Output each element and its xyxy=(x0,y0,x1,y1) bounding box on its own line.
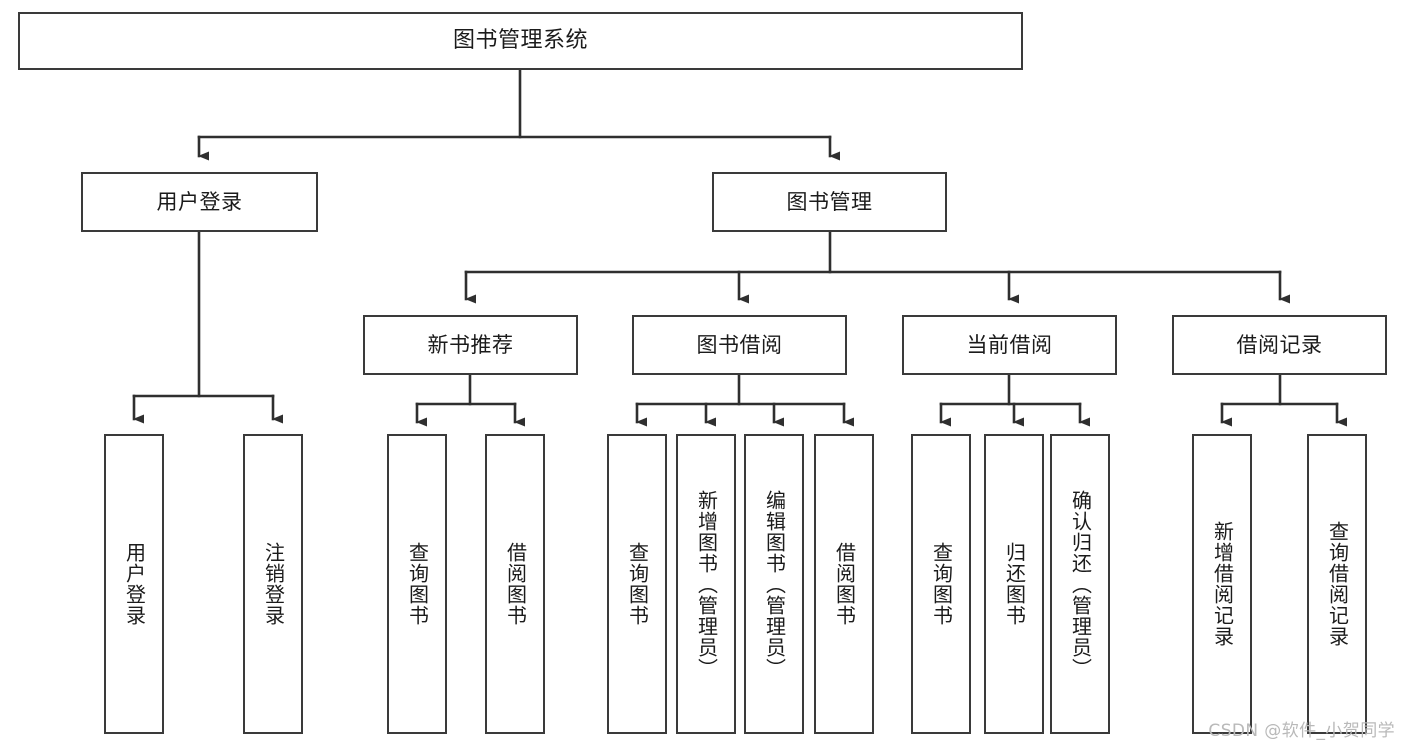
node-leaf-add-book-admin-label: 新增图书（管理员） xyxy=(694,489,719,679)
node-borrow-record-label: 借阅记录 xyxy=(1236,332,1323,357)
node-leaf-edit-book-admin[interactable]: 编辑图书（管理员） xyxy=(744,434,804,734)
node-leaf-borrow-book-rec-label: 借阅图书 xyxy=(503,542,528,626)
node-root-label: 图书管理系统 xyxy=(452,28,588,54)
node-leaf-query-borrow-record[interactable]: 查询借阅记录 xyxy=(1307,434,1367,734)
node-book-borrow[interactable]: 图书借阅 xyxy=(632,315,847,375)
node-current-borrow[interactable]: 当前借阅 xyxy=(902,315,1117,375)
node-leaf-query-book-borrow[interactable]: 查询图书 xyxy=(607,434,667,734)
node-leaf-query-book-borrow-label: 查询图书 xyxy=(625,542,650,626)
node-leaf-add-borrow-record-label: 新增借阅记录 xyxy=(1210,521,1235,647)
node-leaf-return-book-label: 归还图书 xyxy=(1002,542,1027,626)
node-book-borrow-label: 图书借阅 xyxy=(696,332,783,357)
node-leaf-user-logout[interactable]: 注销登录 xyxy=(243,434,303,734)
node-book-manage-label: 图书管理 xyxy=(786,189,873,214)
node-borrow-record[interactable]: 借阅记录 xyxy=(1172,315,1387,375)
node-leaf-add-borrow-record[interactable]: 新增借阅记录 xyxy=(1192,434,1252,734)
node-new-book-recommend[interactable]: 新书推荐 xyxy=(363,315,578,375)
node-book-manage[interactable]: 图书管理 xyxy=(712,172,947,232)
node-leaf-query-book-rec-label: 查询图书 xyxy=(405,542,430,626)
node-leaf-query-borrow-record-label: 查询借阅记录 xyxy=(1325,521,1350,647)
node-leaf-confirm-return-admin[interactable]: 确认归还（管理员） xyxy=(1050,434,1110,734)
node-leaf-user-logout-label: 注销登录 xyxy=(261,542,286,626)
node-leaf-query-book-current-label: 查询图书 xyxy=(929,542,954,626)
node-leaf-user-login-label: 用户登录 xyxy=(122,542,147,626)
node-leaf-borrow-book[interactable]: 借阅图书 xyxy=(814,434,874,734)
node-new-book-recommend-label: 新书推荐 xyxy=(427,332,514,357)
node-leaf-query-book-current[interactable]: 查询图书 xyxy=(911,434,971,734)
node-current-borrow-label: 当前借阅 xyxy=(966,332,1053,357)
node-leaf-borrow-book-label: 借阅图书 xyxy=(832,542,857,626)
node-root[interactable]: 图书管理系统 xyxy=(18,12,1023,70)
node-leaf-confirm-return-admin-label: 确认归还（管理员） xyxy=(1068,489,1093,679)
node-user-login-label: 用户登录 xyxy=(156,189,243,214)
node-leaf-user-login[interactable]: 用户登录 xyxy=(104,434,164,734)
node-leaf-edit-book-admin-label: 编辑图书（管理员） xyxy=(762,489,787,679)
node-leaf-add-book-admin[interactable]: 新增图书（管理员） xyxy=(676,434,736,734)
node-user-login[interactable]: 用户登录 xyxy=(81,172,318,232)
node-leaf-return-book[interactable]: 归还图书 xyxy=(984,434,1044,734)
node-leaf-query-book-rec[interactable]: 查询图书 xyxy=(387,434,447,734)
node-leaf-borrow-book-rec[interactable]: 借阅图书 xyxy=(485,434,545,734)
